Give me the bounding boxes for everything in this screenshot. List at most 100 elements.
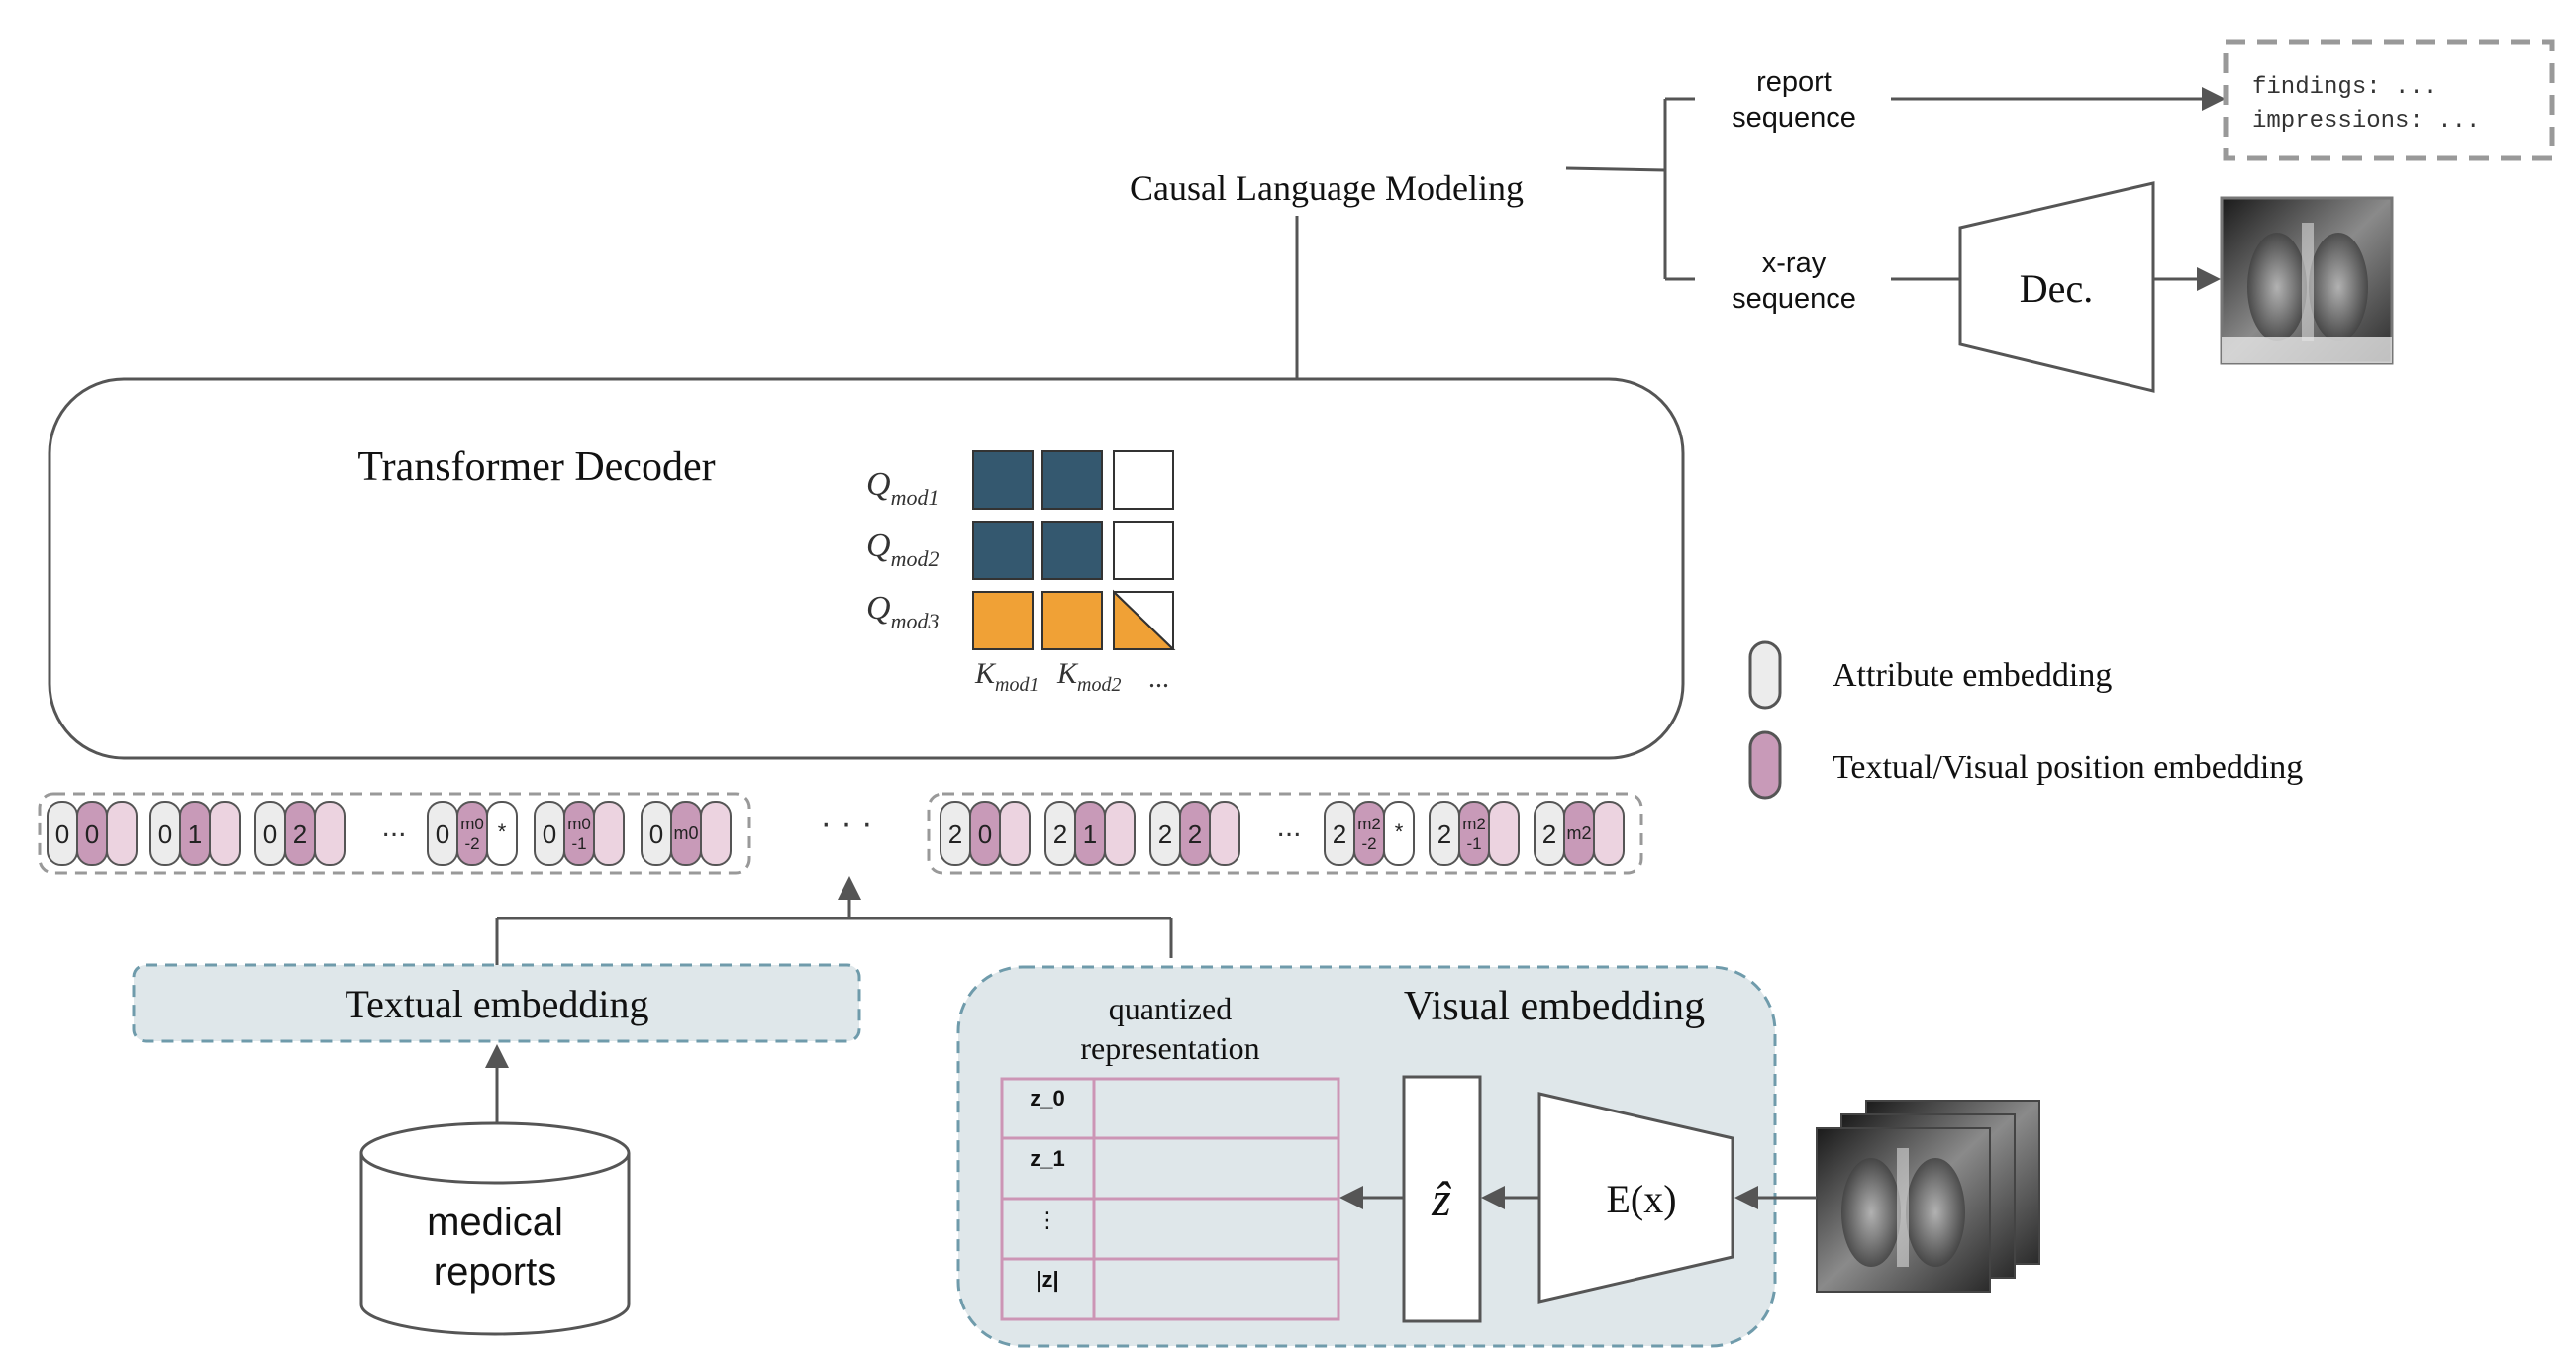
value-pill: [486, 801, 518, 866]
attribute-value: 0: [158, 820, 172, 849]
position-value: m2: [1357, 815, 1381, 833]
position-pill: [1458, 801, 1490, 866]
findings-text: findings: ...: [2252, 74, 2437, 101]
report-sequence-label-2: sequence: [1732, 102, 1856, 134]
attribute-value: 2: [1437, 820, 1451, 849]
mask-cell: [1041, 591, 1103, 650]
value-pill: [314, 801, 346, 866]
table-row-label: z_1: [1030, 1146, 1064, 1171]
medical-reports-database: medical reports: [359, 1121, 631, 1336]
mask-cell: [972, 591, 1034, 650]
attribute-value: 2: [1053, 820, 1067, 849]
attribute-value: 2: [948, 820, 962, 849]
attribute-value: 0: [436, 820, 449, 849]
mask-cell: [1113, 521, 1174, 580]
position-pill: [1353, 801, 1385, 866]
position-value: m0: [567, 815, 591, 833]
medical-reports-label-1: medical: [427, 1201, 563, 1244]
mask-cell: [972, 450, 1034, 510]
quantized-table: z_0 z_1 ⋮ |z|: [1000, 1077, 1340, 1321]
legend: Attribute embedding Textual/Visual posit…: [1748, 640, 2303, 800]
position-value: 1: [1083, 820, 1097, 849]
position-value: 0: [978, 820, 992, 849]
position-value: m2: [1462, 815, 1486, 833]
value-pill: [1593, 801, 1625, 866]
impressions-text: impressions: ...: [2252, 108, 2480, 135]
attribute-value: 0: [55, 820, 69, 849]
mask-diagonal: [1113, 591, 1174, 650]
key-ellipsis: ...: [1148, 663, 1169, 694]
position-value: -1: [1466, 834, 1481, 853]
legend-attribute-label: Attribute embedding: [1833, 657, 2112, 694]
query-label-1: Qmod1: [866, 466, 939, 510]
visual-embedding-title: Visual embedding: [1404, 984, 1705, 1029]
attribute-value: 0: [543, 820, 556, 849]
key-label-2: Kmod2: [1056, 657, 1121, 696]
image-token-ellipsis: ...: [1276, 811, 1301, 843]
value-pill: [593, 801, 625, 866]
query-label-2: Qmod2: [866, 528, 939, 571]
encoder-label: E(x): [1606, 1177, 1676, 1221]
generated-report-box: [2223, 39, 2555, 161]
position-value: 2: [293, 820, 307, 849]
value-pill: [999, 801, 1031, 866]
star-marker: *: [1395, 820, 1404, 844]
embedding-connectors: [495, 876, 1173, 965]
token: 0 m0-2 *: [427, 801, 518, 866]
query-label-3: Qmod3: [866, 590, 939, 633]
legend-position-label: Textual/Visual position embedding: [1833, 749, 2303, 786]
quantized-label-2: representation: [1080, 1030, 1259, 1066]
z-hat-block: [1402, 1075, 1482, 1323]
quantized-label-1: quantized: [1109, 991, 1232, 1026]
position-pill-icon: [1748, 730, 1782, 800]
textual-embedding-title: Textual embedding: [345, 982, 648, 1026]
mask-cell: [1113, 450, 1174, 510]
mask-cell: [1041, 521, 1103, 580]
position-value: 1: [188, 820, 202, 849]
image-encoder: [1537, 1092, 1734, 1304]
position-pill: [563, 801, 595, 866]
input-xray-stack: [1816, 1100, 2040, 1293]
position-value: m0: [460, 815, 484, 833]
z-hat-label: ẑ: [1431, 1171, 1451, 1226]
value-pill: [106, 801, 138, 866]
mask-cell: [972, 521, 1034, 580]
generated-xray-image: [2220, 196, 2394, 365]
position-value: -1: [571, 834, 586, 853]
attribute-value: 0: [263, 820, 277, 849]
attribute-value: 2: [1542, 820, 1556, 849]
value-pill: [209, 801, 241, 866]
report-sequence-label: report: [1756, 66, 1832, 98]
attribute-pill-icon: [1748, 640, 1782, 710]
medical-reports-label-2: reports: [434, 1250, 557, 1294]
image-decoder: [1958, 181, 2155, 393]
output-bracket: [1565, 97, 1695, 281]
decoder-label: Dec.: [2020, 266, 2093, 311]
token: 2 m2-1: [1429, 801, 1520, 866]
value-pill: [1383, 801, 1415, 866]
transformer-title: Transformer Decoder: [357, 444, 715, 490]
position-value: -2: [464, 834, 479, 853]
table-row-label: |z|: [1036, 1267, 1058, 1292]
value-pill: [700, 801, 732, 866]
middle-ellipsis: · · ·: [821, 805, 873, 842]
attribute-value: 0: [649, 820, 663, 849]
table-row-label: ⋮: [1037, 1207, 1058, 1232]
token: 0 m0-1: [534, 801, 625, 866]
star-marker: *: [498, 820, 507, 844]
position-value: 0: [85, 820, 99, 849]
value-pill: [1488, 801, 1520, 866]
xray-sequence-label: x-ray: [1762, 247, 1827, 279]
table-row-label: z_0: [1030, 1086, 1064, 1111]
mask-cell: [1041, 450, 1103, 510]
position-value: m0: [673, 823, 698, 843]
